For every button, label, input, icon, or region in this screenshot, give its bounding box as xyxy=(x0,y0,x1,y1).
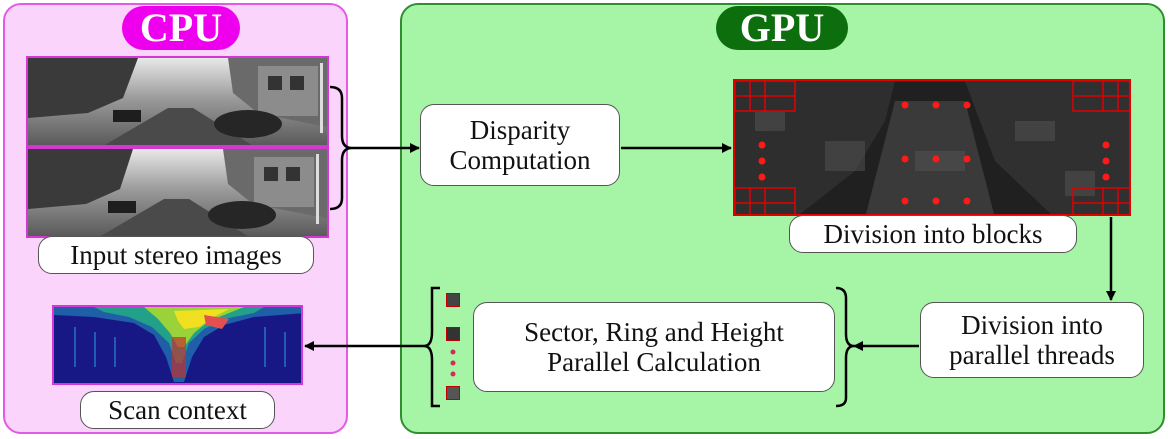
stereo-image-right xyxy=(26,147,329,238)
division-blocks-label: Division into blocks xyxy=(789,215,1077,253)
thread-thumbnail xyxy=(446,386,460,400)
thread-thumbnail xyxy=(446,293,460,307)
stereo-brace xyxy=(329,85,353,211)
thread-ellipsis xyxy=(450,349,456,377)
calc-brace-left xyxy=(423,286,440,408)
division-threads-box: Division into parallel threads xyxy=(920,302,1144,378)
calc-brace-right xyxy=(835,286,855,408)
gpu-title: GPU xyxy=(716,6,848,50)
disparity-computation-box: Disparity Computation xyxy=(420,104,620,186)
scan-context-label: Scan context xyxy=(80,391,275,429)
stereo-image-left xyxy=(26,56,329,147)
disparity-map-blocks xyxy=(733,79,1131,216)
cpu-title: CPU xyxy=(122,6,240,50)
thread-thumbnail xyxy=(446,327,460,341)
input-stereo-label: Input stereo images xyxy=(38,236,314,274)
scan-context-image xyxy=(52,305,303,385)
parallel-calculation-box: Sector, Ring and Height Parallel Calcula… xyxy=(473,302,835,392)
